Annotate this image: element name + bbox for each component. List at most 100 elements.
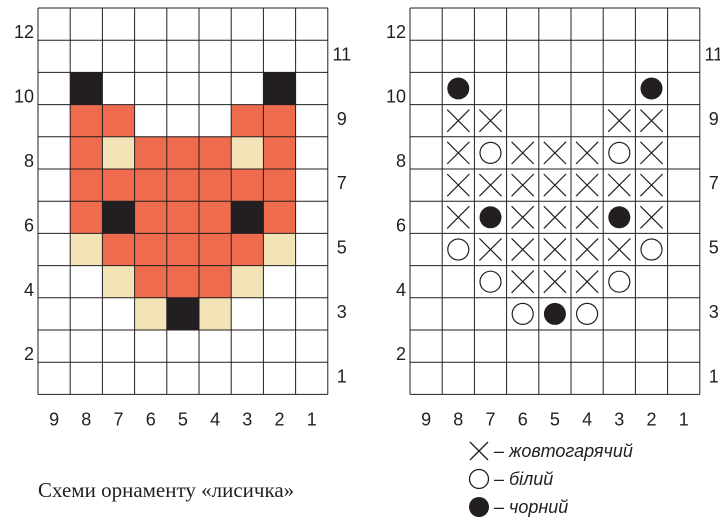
column-label: 9 [421, 409, 431, 429]
cell-fill [102, 169, 134, 201]
row-label-right: 3 [337, 302, 347, 322]
cell-fill [167, 233, 199, 265]
cell-fill [135, 233, 167, 265]
legend-item-orange: – жовтогарячий [466, 438, 633, 464]
row-label-right: 1 [709, 366, 719, 386]
cell-fill [199, 201, 231, 233]
row-label-right: 7 [709, 173, 719, 193]
figure-caption: Схеми орнаменту «лисичка» [38, 478, 294, 503]
cross-mark [544, 174, 566, 196]
cell-fill [167, 201, 199, 233]
column-label: 7 [485, 409, 495, 429]
cell-fill [70, 72, 102, 104]
column-label: 6 [146, 409, 156, 429]
cell-fill [70, 137, 102, 169]
legend-label-orange: – жовтогарячий [494, 441, 633, 462]
white-circle-mark [480, 142, 501, 163]
cell-fill [199, 266, 231, 298]
row-label-left: 10 [386, 87, 406, 107]
cell-fill [135, 137, 167, 169]
row-label-left: 4 [24, 280, 34, 300]
row-label-right: 1 [337, 366, 347, 386]
legend-item-white: – білий [466, 466, 553, 492]
row-label-left: 2 [24, 344, 34, 364]
cell-fill [102, 201, 134, 233]
column-label: 1 [679, 409, 689, 429]
column-label: 2 [646, 409, 656, 429]
cell-fill [167, 169, 199, 201]
cell-fill [199, 169, 231, 201]
cell-fill [263, 72, 295, 104]
cross-mark [544, 206, 566, 228]
column-label: 1 [307, 409, 317, 429]
white-circle-mark [512, 303, 533, 324]
white-circle-mark [577, 303, 598, 324]
legend-item-black: – чорний [466, 494, 568, 520]
row-label-left: 8 [24, 151, 34, 171]
column-label: 4 [210, 409, 220, 429]
black-dot-mark [447, 78, 469, 100]
row-label-right: 9 [709, 109, 719, 129]
cell-fill [263, 201, 295, 233]
cross-icon [466, 438, 492, 464]
cell-fill [135, 298, 167, 330]
cell-fill [263, 233, 295, 265]
cross-mark [512, 206, 534, 228]
cell-fill [70, 169, 102, 201]
cell-fill [231, 233, 263, 265]
cell-fill [263, 169, 295, 201]
row-label-right: 5 [337, 238, 347, 258]
row-label-right: 7 [337, 173, 347, 193]
column-label: 8 [81, 409, 91, 429]
cell-fill [263, 137, 295, 169]
cell-fill [231, 105, 263, 137]
column-label: 7 [113, 409, 123, 429]
column-label: 5 [178, 409, 188, 429]
white-circle-mark [448, 239, 469, 260]
cross-mark [576, 238, 598, 260]
legend-label-white: – білий [494, 469, 553, 490]
row-label-left: 8 [396, 151, 406, 171]
cell-fill [70, 105, 102, 137]
cross-mark [608, 110, 630, 132]
cross-mark [608, 174, 630, 196]
cross-mark [576, 271, 598, 293]
column-label: 6 [518, 409, 528, 429]
cross-mark [640, 110, 662, 132]
cell-fill [231, 169, 263, 201]
cell-fill [199, 233, 231, 265]
cell-fill [102, 137, 134, 169]
column-label: 8 [453, 409, 463, 429]
cell-fill [102, 266, 134, 298]
white-circle-mark [609, 142, 630, 163]
cross-mark [544, 142, 566, 164]
cross-mark [512, 142, 534, 164]
cell-fill [231, 266, 263, 298]
column-label: 9 [49, 409, 59, 429]
row-label-left: 6 [396, 215, 406, 235]
cross-mark [447, 206, 469, 228]
cross-mark [608, 238, 630, 260]
column-label: 4 [582, 409, 592, 429]
cell-fill [199, 137, 231, 169]
cell-fill [70, 233, 102, 265]
row-label-left: 2 [396, 344, 406, 364]
white-circle-mark [609, 271, 630, 292]
cell-fill [231, 137, 263, 169]
white-circle-mark [480, 271, 501, 292]
cross-mark [512, 174, 534, 196]
column-label: 3 [614, 409, 624, 429]
cross-mark [640, 174, 662, 196]
cell-fill [135, 201, 167, 233]
row-label-left: 6 [24, 215, 34, 235]
column-label: 5 [550, 409, 560, 429]
row-label-right: 11 [704, 44, 720, 64]
cell-fill [231, 201, 263, 233]
row-label-right: 3 [709, 302, 719, 322]
cell-fill [135, 169, 167, 201]
cell-fill [167, 266, 199, 298]
cross-mark [544, 238, 566, 260]
cross-mark [576, 206, 598, 228]
cell-fill [102, 105, 134, 137]
